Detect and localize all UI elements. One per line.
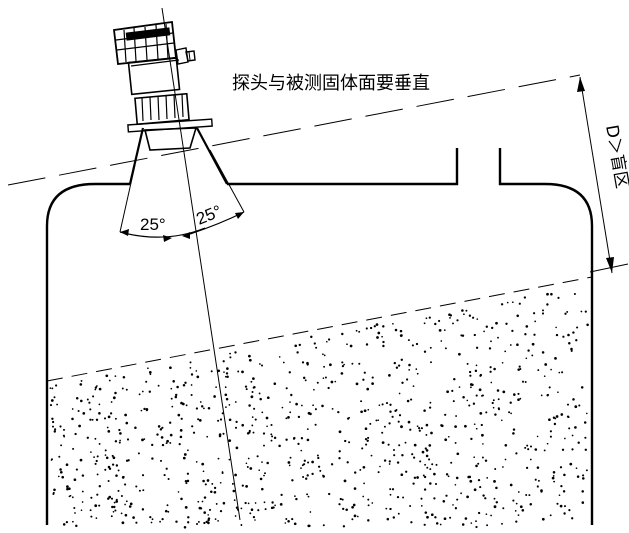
beam-edge-left xyxy=(119,164,136,233)
arrow-head-right xyxy=(235,212,244,219)
dimension-arrow-top xyxy=(577,77,585,92)
tank-outline xyxy=(45,148,594,525)
beam-cone xyxy=(128,127,228,185)
granular-solid-fill xyxy=(49,292,589,529)
blind-zone-dimension-line xyxy=(579,76,613,274)
reference-dashed-line xyxy=(7,74,581,186)
dimension-extension-line xyxy=(589,263,629,273)
dimension-arrow-bottom xyxy=(606,257,614,273)
installation-note: 探头与被测固体面要垂直 xyxy=(232,73,430,94)
solid-surface-line xyxy=(46,276,593,382)
radar-level-sensor-icon xyxy=(113,20,213,151)
angle-left-label: 25° xyxy=(140,215,166,234)
beam-edge-right xyxy=(209,149,245,213)
angle-right-label: 25° xyxy=(193,201,224,228)
beam-center-line xyxy=(161,7,241,521)
arrow-head xyxy=(120,229,129,236)
arrow-head-mid-right xyxy=(182,232,190,239)
arrow-head-mid xyxy=(163,235,172,242)
blind-zone-label: D＞盲区 xyxy=(601,123,629,190)
